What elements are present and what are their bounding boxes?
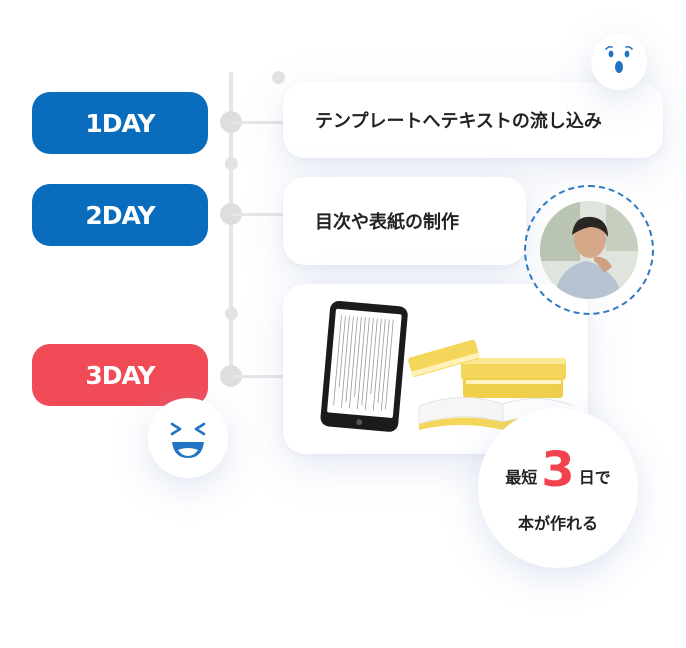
timeline-connector-2 [232, 213, 284, 216]
task-card-2: 目次や表紙の制作 [283, 177, 526, 265]
task-text-2: 目次や表紙の制作 [315, 212, 459, 233]
timeline-node-1 [220, 111, 242, 133]
surprised-face-icon [591, 34, 647, 90]
timeline-line [229, 72, 233, 378]
badge-prefix: 最短 [505, 468, 538, 487]
shortest-days-badge: 最短 3 日で 本が作れる [478, 408, 638, 568]
badge-line-2: 本が作れる [517, 514, 598, 533]
day-pill-3: 3DAY [32, 344, 208, 406]
badge-line-1: 最短 3 日で [478, 446, 638, 494]
badge-number: 3 [541, 442, 575, 498]
task-text-1: テンプレートへテキストの流し込み [315, 111, 602, 132]
timeline-dot [225, 157, 238, 170]
timeline-connector-1 [232, 121, 284, 124]
tablet-and-books-illustration [320, 300, 571, 432]
laughing-face-glyph [170, 422, 206, 458]
timeline-connector-3 [232, 375, 284, 378]
laughing-face-icon [148, 398, 228, 478]
timeline-dot [225, 307, 238, 320]
timeline-node-3 [220, 365, 242, 387]
person-photo-ring [524, 185, 654, 315]
person-glyph [540, 201, 638, 299]
timeline-dot [272, 71, 285, 84]
badge-suffix: 日で [578, 468, 611, 487]
day-pill-1: 1DAY [32, 92, 208, 154]
surprised-face-glyph [605, 45, 633, 73]
day-pill-2: 2DAY [32, 184, 208, 246]
person-photo [540, 201, 638, 299]
timeline-node-2 [220, 203, 242, 225]
task-card-1: テンプレートへテキストの流し込み [283, 82, 663, 158]
